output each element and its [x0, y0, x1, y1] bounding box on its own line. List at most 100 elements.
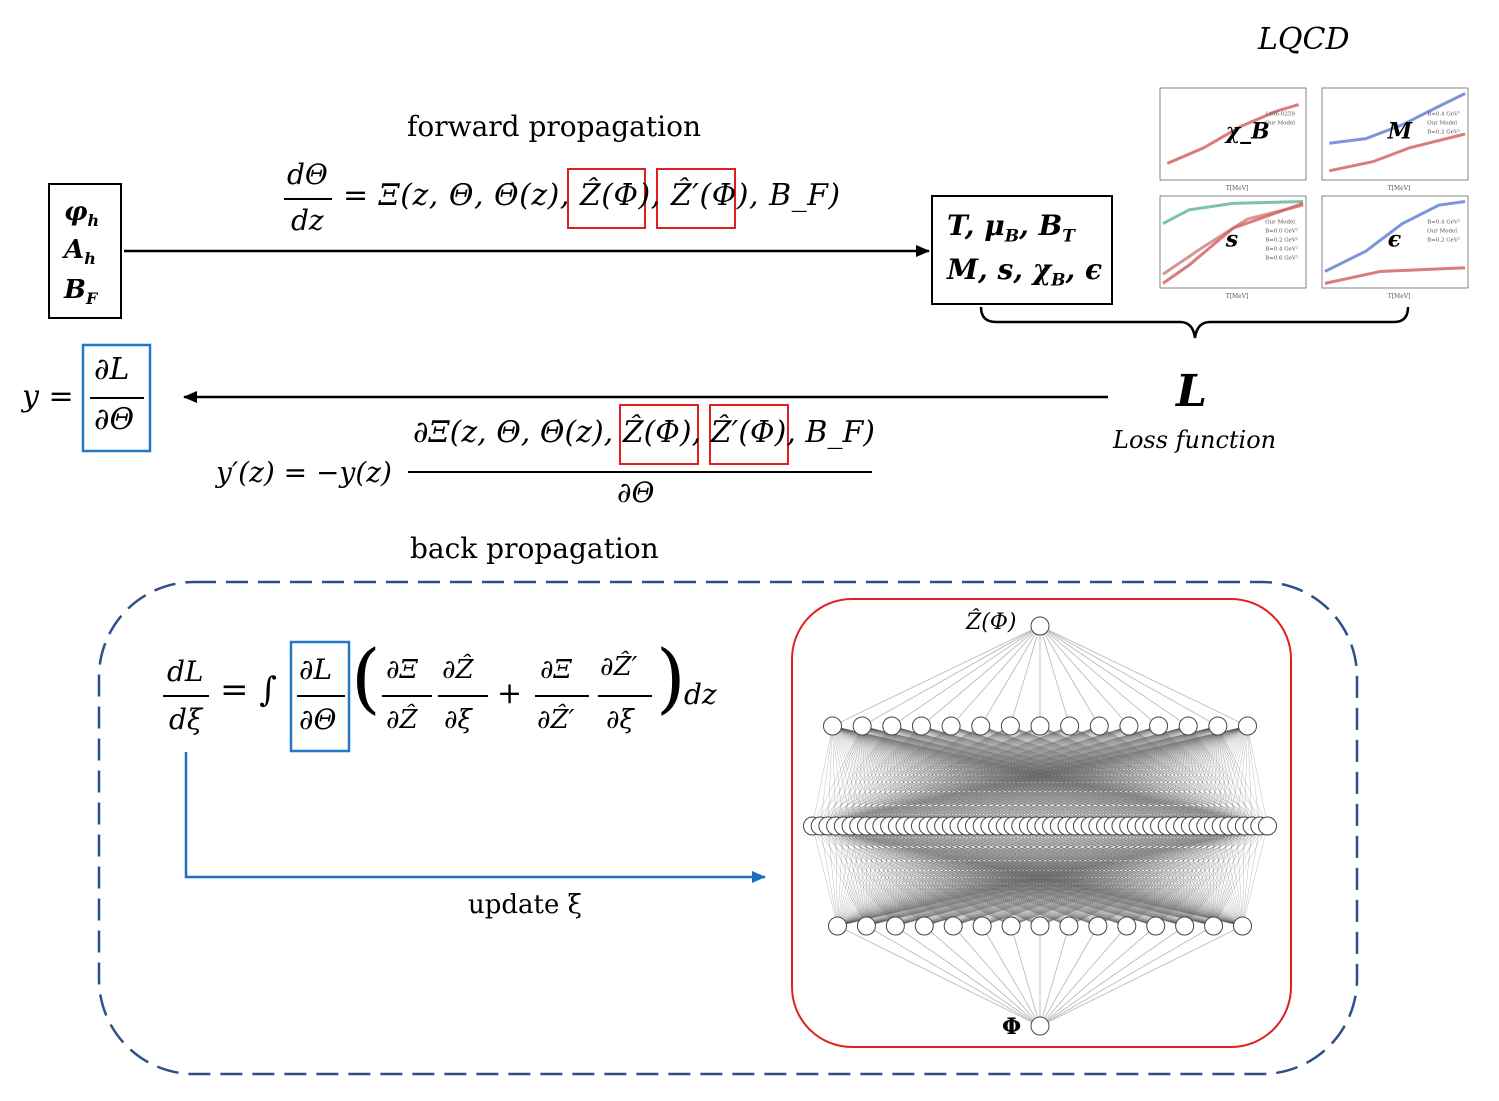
network-edge — [812, 825, 896, 927]
network-node — [911, 716, 931, 736]
network-edge — [850, 725, 922, 827]
network-edge — [827, 725, 1189, 827]
network-edge — [820, 725, 1159, 827]
network-edge — [921, 725, 1222, 827]
plot-xlabel: T[MeV] — [1388, 293, 1411, 300]
network-edge — [820, 725, 1189, 827]
network-edge — [1039, 925, 1185, 1027]
network-edge — [837, 825, 1129, 927]
network-edge — [837, 825, 1152, 927]
network-edge — [837, 825, 1260, 927]
grad-t3-num: ∂Ξ — [540, 655, 572, 685]
network-edge — [912, 725, 1011, 827]
network-edge — [1097, 725, 1248, 827]
network-edge — [812, 725, 833, 827]
network-edge — [1247, 725, 1260, 827]
network-edge — [928, 725, 1248, 827]
network-edge — [812, 725, 981, 827]
network-edge — [1174, 725, 1248, 827]
network-edge — [1213, 825, 1268, 927]
network-edge — [924, 825, 1222, 927]
network-edge — [843, 725, 892, 827]
network-edge — [858, 725, 952, 827]
plot-frame — [1159, 87, 1307, 181]
network-edge — [1068, 825, 1253, 927]
network-edge — [951, 725, 1248, 827]
network-edge — [812, 725, 863, 827]
network-edge — [1247, 725, 1253, 827]
network-edge — [920, 725, 1159, 827]
network-edge — [835, 725, 1218, 827]
network-edge — [827, 725, 1100, 827]
network-edge — [837, 825, 1237, 927]
network-edge — [812, 725, 1070, 827]
network-edge — [943, 725, 1159, 827]
forward-propagation-label: forward propagation — [407, 110, 701, 143]
network-node — [1178, 716, 1198, 736]
network-edge — [866, 825, 925, 927]
network-edge — [951, 725, 1159, 827]
network-edge — [820, 725, 1248, 827]
network-edge — [1005, 725, 1248, 827]
network-edge — [921, 725, 1199, 827]
network-edge — [1099, 725, 1191, 827]
network-node — [1233, 916, 1252, 936]
network-node — [941, 716, 961, 736]
network-edge — [827, 725, 833, 827]
network-edge — [837, 825, 975, 927]
network-edge — [895, 825, 1253, 927]
network-edge — [858, 825, 896, 927]
network-edge — [837, 825, 913, 927]
network-edge — [935, 725, 1248, 827]
network-edge — [812, 725, 1218, 827]
network-edge — [1228, 725, 1248, 827]
network-edge — [951, 725, 1245, 827]
network-edge — [895, 825, 1260, 927]
network-edge — [891, 725, 937, 827]
network-edge — [897, 725, 1159, 827]
network-edge — [895, 825, 1183, 927]
network-edge — [866, 825, 1214, 927]
network-edge — [897, 825, 925, 927]
network-edge — [1068, 825, 1268, 927]
network-edge — [820, 725, 863, 827]
network-node — [1208, 716, 1228, 736]
network-edge — [895, 825, 1222, 927]
network-edge — [837, 825, 1199, 927]
grad-lhs-num: dL — [167, 655, 204, 688]
network-edge — [827, 725, 1070, 827]
network-edge — [827, 725, 922, 827]
network-edge — [891, 725, 944, 827]
network-edge — [924, 825, 1145, 927]
network-edge — [904, 725, 1159, 827]
network-edge — [837, 825, 1160, 927]
network-edge — [837, 825, 1114, 927]
network-node — [885, 916, 905, 936]
back-eq-lhs: y′(z) = −y(z) — [216, 456, 392, 489]
lqcd-label: LQCD — [1258, 22, 1350, 57]
network-edge — [951, 725, 1218, 827]
network-edge — [874, 825, 925, 927]
network-edge — [951, 725, 1253, 827]
network-edge — [827, 825, 896, 927]
network-edge — [1043, 725, 1248, 827]
network-edge — [1099, 725, 1230, 827]
network-edge — [866, 825, 1160, 927]
network-edge — [861, 625, 1041, 727]
network-edge — [920, 725, 1189, 827]
network-edge — [866, 825, 1199, 927]
network-edge — [904, 725, 1011, 827]
network-edge — [895, 825, 1214, 927]
network-edge — [837, 825, 1183, 927]
network-edge — [837, 825, 1168, 927]
grad-t4-bar — [598, 695, 652, 697]
network-edge — [837, 825, 937, 927]
network-edge — [837, 825, 1098, 927]
network-edge — [1039, 625, 1130, 727]
plot-legend: B=0.4 GeV² — [1427, 219, 1460, 226]
plot-curve — [1162, 201, 1304, 285]
network-edge — [1099, 725, 1160, 827]
network-edge — [943, 725, 1248, 827]
network-edge — [866, 825, 1137, 927]
network-edge — [843, 725, 1248, 827]
